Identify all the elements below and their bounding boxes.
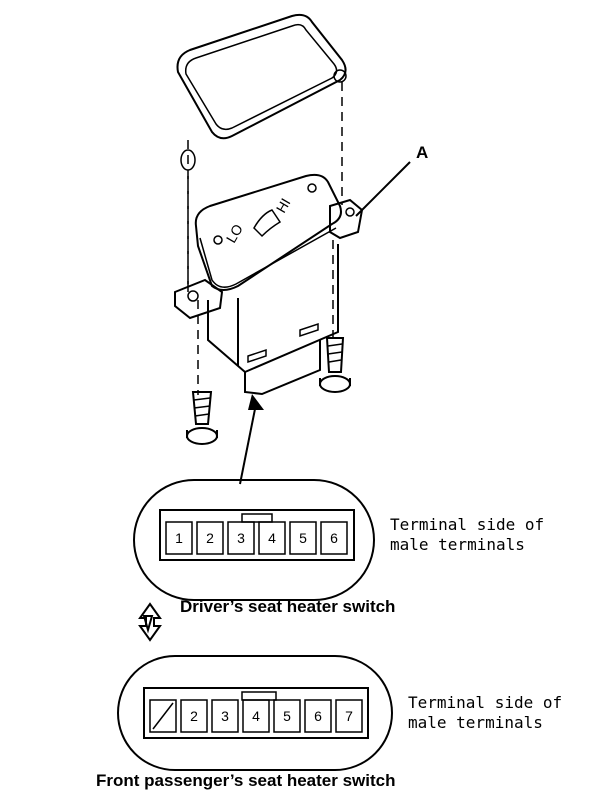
terminal-number: 3 xyxy=(237,530,245,546)
passenger-caption: Front passenger’s seat heater switch xyxy=(96,771,396,790)
terminal-cell xyxy=(304,699,332,733)
driver-caption: Driver’s seat heater switch xyxy=(180,597,395,616)
alignment-guides xyxy=(180,82,343,395)
terminal-cell xyxy=(335,699,363,733)
callout-a-label: A xyxy=(416,143,428,162)
terminal-cell xyxy=(320,521,348,555)
terminal-number: 1 xyxy=(175,530,183,546)
terminal-cell xyxy=(227,521,255,555)
terminal-cell xyxy=(258,521,286,555)
terminal-cell xyxy=(289,521,317,555)
swap-double-arrow xyxy=(138,602,162,642)
mounting-screw-left xyxy=(186,391,218,445)
driver-side-label-line2: male terminals xyxy=(390,535,525,554)
terminal-number: 7 xyxy=(345,708,353,724)
callout-a: A xyxy=(355,143,428,217)
terminal-cell xyxy=(149,699,177,733)
passenger-terminal-cells: 2 3 4 5 6 7 xyxy=(149,699,363,733)
terminal-cell xyxy=(211,699,239,733)
passenger-side-label-line1: Terminal side of xyxy=(408,693,562,712)
terminal-cell xyxy=(165,521,193,555)
terminal-number: 2 xyxy=(206,530,214,546)
hi-label: HI xyxy=(273,195,294,215)
terminal-number: 4 xyxy=(252,708,260,724)
passenger-side-label-line2: male terminals xyxy=(408,713,543,732)
terminal-number: 5 xyxy=(299,530,307,546)
terminal-cell xyxy=(180,699,208,733)
seat-heater-switch-body: LO HI xyxy=(174,173,364,396)
terminal-cell xyxy=(196,521,224,555)
blank-terminal-slash xyxy=(152,702,174,730)
terminal-cell xyxy=(242,699,270,733)
driver-terminal-cells: 1 2 3 4 5 6 xyxy=(165,521,348,555)
connector-location-arrow xyxy=(239,394,264,485)
driver-connector-view: 1 2 3 4 5 6 xyxy=(133,479,375,601)
driver-side-label-line1: Terminal side of xyxy=(390,515,544,534)
terminal-number: 3 xyxy=(221,708,229,724)
passenger-connector-view: 2 3 4 5 6 7 xyxy=(117,655,393,771)
terminal-number: 6 xyxy=(330,530,338,546)
terminal-number: 5 xyxy=(283,708,291,724)
terminal-number: 2 xyxy=(190,708,198,724)
lo-label: LO xyxy=(223,221,246,245)
terminal-cell xyxy=(273,699,301,733)
terminal-number: 4 xyxy=(268,530,276,546)
mounting-screw-right xyxy=(319,337,351,393)
switch-bezel-plate xyxy=(176,13,347,140)
terminal-number: 6 xyxy=(314,708,322,724)
